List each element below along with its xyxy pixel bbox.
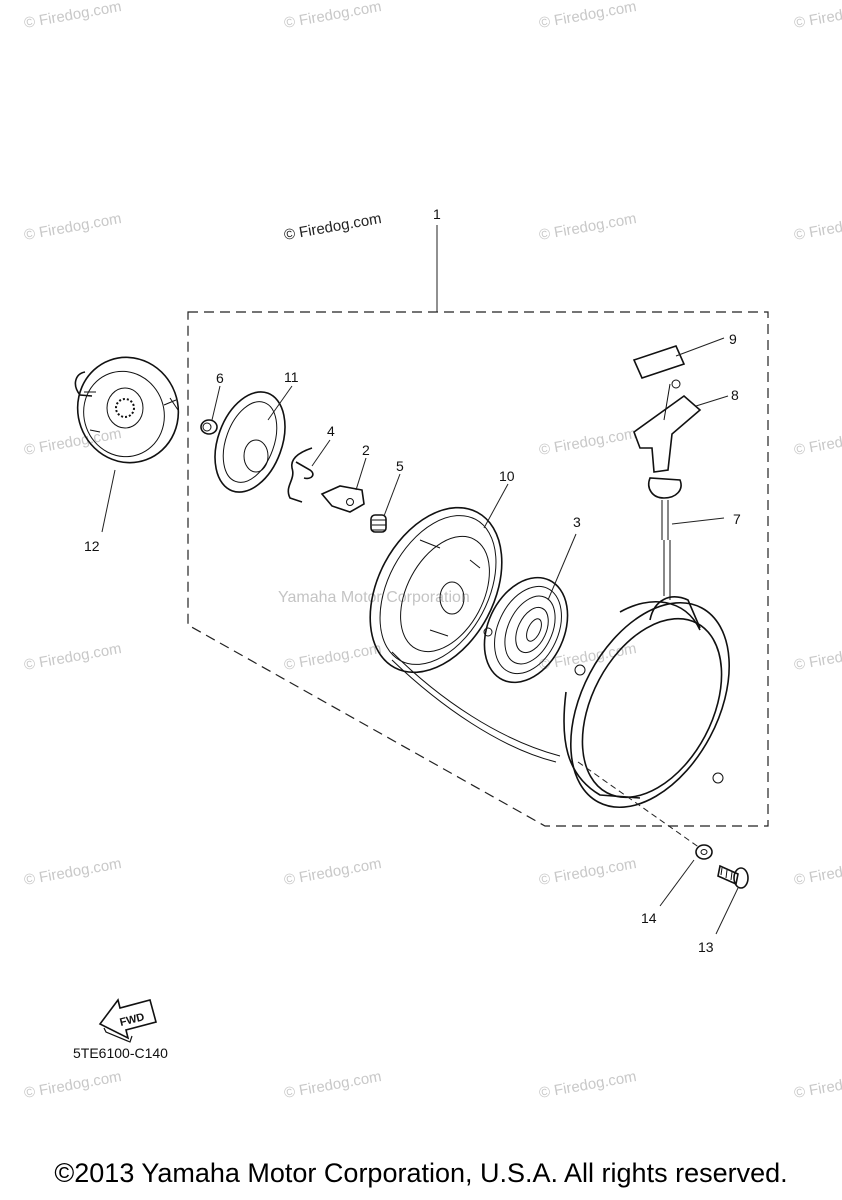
watermark: © Firedog.com bbox=[538, 640, 638, 674]
part-13-bolt bbox=[717, 864, 749, 889]
watermark: © Firedog.com bbox=[538, 1068, 638, 1102]
watermark-dark: © Firedog.com bbox=[283, 210, 383, 244]
part-2-pawl bbox=[320, 485, 365, 513]
fwd-label: FWD bbox=[119, 1011, 146, 1029]
watermark: © Firedog.com bbox=[283, 640, 383, 674]
watermark: © Firedog.com bbox=[793, 640, 842, 674]
part-6-collar bbox=[200, 419, 218, 435]
part-4-spring-clip bbox=[287, 447, 314, 503]
callout-6: 6 bbox=[216, 370, 224, 386]
watermark: © Firedog.com bbox=[23, 640, 123, 674]
watermark: © Firedog.com bbox=[538, 210, 638, 244]
part-11-drive-plate bbox=[214, 391, 286, 493]
watermark: © Firedog.com bbox=[793, 1068, 842, 1102]
watermark: © Firedog.com bbox=[23, 210, 123, 244]
watermark: © Firedog.com bbox=[283, 0, 383, 32]
callout-13: 13 bbox=[698, 939, 714, 955]
callout-4: 4 bbox=[327, 423, 335, 439]
watermark: © Firedog.com bbox=[793, 425, 842, 459]
watermark: © Firedog.com bbox=[23, 1068, 123, 1102]
part-8-handle bbox=[633, 379, 702, 499]
assembly-boundary bbox=[187, 311, 769, 827]
starter-case bbox=[563, 596, 730, 809]
part-2-pawl-hole bbox=[346, 498, 354, 506]
part-5-spring bbox=[370, 514, 387, 533]
starter-rope bbox=[391, 651, 561, 763]
watermark: © Firedog.com bbox=[23, 425, 123, 459]
callout-14: 14 bbox=[641, 910, 657, 926]
part-7-rope bbox=[661, 500, 669, 540]
callout-5: 5 bbox=[396, 458, 404, 474]
watermark: © Firedog.com bbox=[23, 855, 123, 889]
rope-to-handle bbox=[663, 540, 671, 600]
part-3-spiral-spring bbox=[483, 576, 569, 684]
watermark: © Firedog.com bbox=[793, 0, 842, 32]
leader-lines bbox=[101, 337, 739, 935]
part-14-washer bbox=[695, 844, 713, 860]
callout-9: 9 bbox=[729, 331, 737, 347]
part-9-handle-cap bbox=[632, 345, 686, 379]
callout-12: 12 bbox=[84, 538, 100, 554]
callout-10: 10 bbox=[499, 468, 515, 484]
callout-2: 2 bbox=[362, 442, 370, 458]
watermark-layer: © Firedog.com © Firedog.com © Firedog.co… bbox=[23, 0, 842, 1102]
watermark: © Firedog.com bbox=[283, 1068, 383, 1102]
watermark: © Firedog.com bbox=[538, 0, 638, 32]
callout-3: 3 bbox=[573, 514, 581, 530]
watermark: © Firedog.com bbox=[23, 0, 123, 32]
watermark: © Firedog.com bbox=[283, 855, 383, 889]
callout-11: 11 bbox=[284, 369, 299, 385]
callout-8: 8 bbox=[731, 387, 739, 403]
part-12-starter-pulley bbox=[74, 356, 180, 464]
watermark: © Firedog.com bbox=[793, 855, 842, 889]
watermark: © Firedog.com bbox=[538, 855, 638, 889]
fwd-arrow-icon: FWD bbox=[98, 998, 157, 1043]
watermark: © Firedog.com bbox=[793, 210, 842, 244]
copyright-notice: ©2013 Yamaha Motor Corporation, U.S.A. A… bbox=[54, 1158, 788, 1188]
part-code: 5TE6100-C140 bbox=[73, 1045, 168, 1061]
center-watermark: Yamaha Motor Corporation bbox=[278, 589, 470, 606]
callout-1: 1 bbox=[433, 206, 441, 222]
callout-7: 7 bbox=[733, 511, 741, 527]
watermark: © Firedog.com bbox=[538, 425, 638, 459]
